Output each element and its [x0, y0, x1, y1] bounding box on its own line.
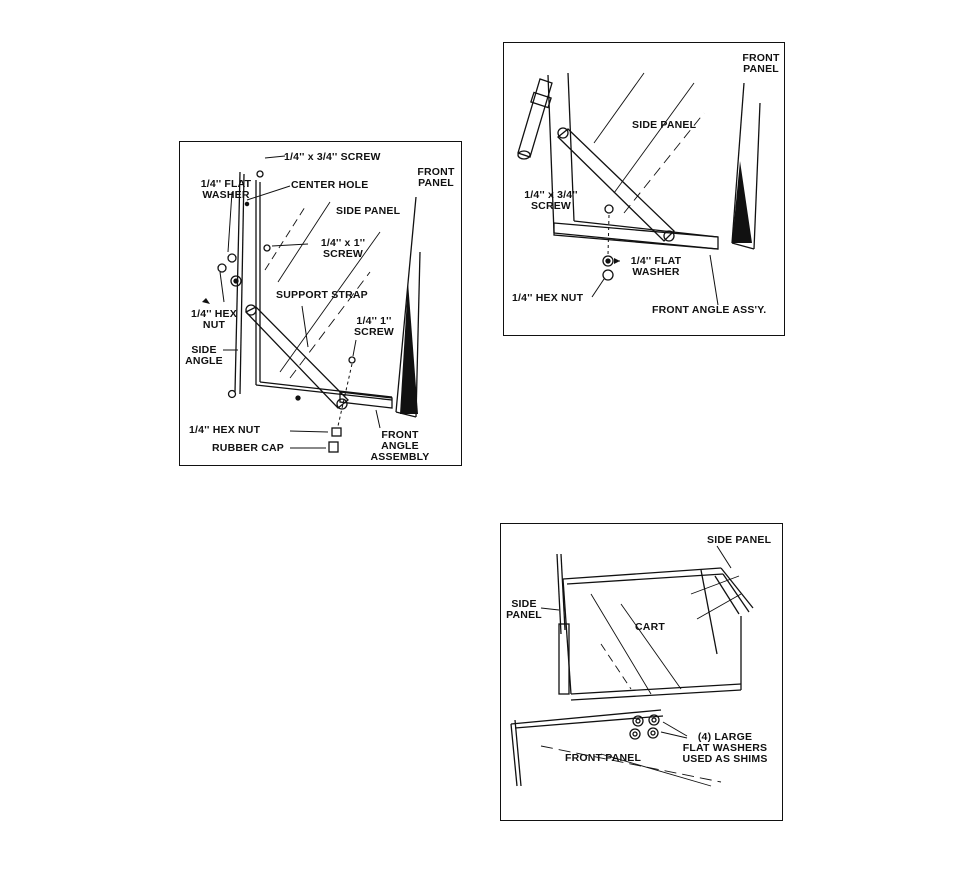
- screw-3-4-label-line-2: SCREW: [530, 200, 572, 212]
- figure-3-drawing: [510, 545, 754, 787]
- front-panel-label-line-2: PANEL: [418, 177, 454, 189]
- screw-3-4-label: 1/4'' x 3/4'' SCREW: [284, 151, 381, 163]
- figure-2-panel: FRONT PANEL SIDE PANEL 1/4'' x 3/4'' SCR…: [503, 42, 785, 336]
- front-angle-label-line-3: ASSEMBLY: [370, 451, 430, 463]
- front-panel-label: FRONT PANEL: [565, 752, 642, 764]
- side-panel-left-label-line-2: PANEL: [506, 609, 542, 621]
- side-panel-right-label: SIDE PANEL: [707, 534, 772, 546]
- side-angle-label-line-1: SIDE: [191, 344, 217, 356]
- figure-1-panel: 1/4'' x 3/4'' SCREW CENTER HOLE 1/4'' FL…: [179, 141, 462, 466]
- hex-nut-side-label-line-2: NUT: [202, 319, 226, 331]
- hex-nut-bottom-label: 1/4'' HEX NUT: [189, 424, 261, 436]
- cart-label: CART: [635, 621, 665, 633]
- side-angle-label-line-2: ANGLE: [185, 355, 223, 367]
- front-panel-label-line-2: PANEL: [743, 63, 779, 75]
- flat-washer-label-line-1: 1/4'' FLAT: [630, 255, 682, 267]
- screw-1-lower-label-line-1: 1/4'' 1'': [356, 315, 392, 327]
- screw-1-lower-label-line-2: SCREW: [353, 326, 395, 338]
- shims-label-line-2: FLAT WASHERS: [682, 742, 768, 754]
- rubber-cap-label: RUBBER CAP: [212, 442, 285, 454]
- flat-washer-label-line-2: WASHER: [202, 189, 250, 201]
- figure-3-panel: SIDE PANEL SIDE PANEL CART (4) LARGE FLA…: [500, 523, 783, 821]
- center-hole-label: CENTER HOLE: [291, 179, 369, 191]
- flat-washer-label-line-2: WASHER: [632, 266, 680, 278]
- front-panel-label-line-1: FRONT: [742, 52, 780, 64]
- front-angle-label: FRONT ANGLE ASS'Y.: [652, 304, 767, 316]
- screw-1-label-line-2: SCREW: [322, 248, 364, 260]
- figure-1-drawing: [202, 155, 421, 453]
- side-panel-label: SIDE PANEL: [336, 205, 401, 217]
- front-angle-label-line-2: ANGLE: [381, 440, 419, 452]
- support-strap-label: SUPPORT STRAP: [276, 289, 368, 301]
- front-panel-label-line-1: FRONT: [417, 166, 455, 178]
- shims-label-line-1: (4) LARGE: [697, 731, 753, 743]
- figure-2-drawing: [517, 72, 761, 306]
- screw-1-label-line-1: 1/4'' x 1'': [320, 237, 366, 249]
- front-angle-label-line-1: FRONT: [381, 429, 419, 441]
- flat-washer-label-line-1: 1/4'' FLAT: [200, 178, 252, 190]
- side-panel-label: SIDE PANEL: [632, 119, 697, 131]
- hex-nut-side-label-line-1: 1/4'' HEX: [191, 308, 237, 320]
- shims-label-line-3: USED AS SHIMS: [682, 753, 768, 765]
- screw-3-4-label-line-1: 1/4'' x 3/4'': [524, 189, 578, 201]
- side-panel-left-label-line-1: SIDE: [511, 598, 537, 610]
- hex-nut-label: 1/4'' HEX NUT: [512, 292, 584, 304]
